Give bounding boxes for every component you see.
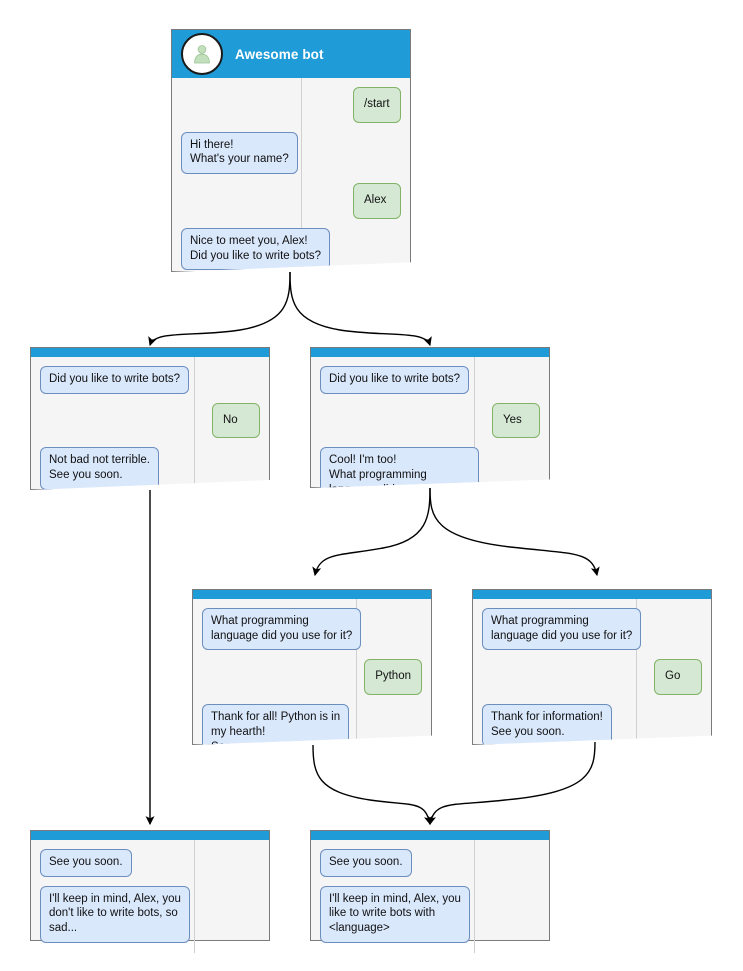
message-bubble-bot: Did you like to write bots? <box>40 366 190 394</box>
end-no-bots-node[interactable]: See you soon. I'll keep in mind, Alex, y… <box>30 830 270 953</box>
end-likes-bots-body: See you soon. I'll keep in mind, Alex, y… <box>311 840 549 953</box>
end-no-bots-header <box>31 831 269 840</box>
branch-no-node[interactable]: Did you like to write bots? No Not bad n… <box>30 347 270 490</box>
message-bubble-bot: Cool! I'm too! What programming language… <box>320 447 480 488</box>
node-column-divider <box>301 78 302 272</box>
branch-python-header <box>193 590 431 599</box>
bot-name-label: Awesome bot <box>235 46 324 62</box>
message-bubble-bot: Thank for all! Python is in my hearth! S… <box>202 704 350 745</box>
root-chat-window[interactable]: Awesome bot /start Hi there! What's your… <box>171 29 411 272</box>
message-bubble-user: Python <box>364 659 422 696</box>
message-bubble-user: Alex <box>353 183 401 219</box>
branch-python-body: What programming language did you use fo… <box>193 599 431 745</box>
branch-go-body: What programming language did you use fo… <box>473 599 711 745</box>
root-node-header: Awesome bot <box>172 30 410 78</box>
branch-python-node[interactable]: What programming language did you use fo… <box>192 589 432 745</box>
message-bubble-user: /start <box>353 87 401 123</box>
edge-python-to-end-happy <box>312 744 433 826</box>
message-bubble-bot: See you soon. <box>40 849 132 877</box>
person-avatar-icon <box>181 33 223 75</box>
edge-yes-to-python <box>312 487 431 577</box>
message-bubble-bot: I'll keep in mind, Alex, you like to wri… <box>320 885 470 943</box>
branch-no-header <box>31 348 269 357</box>
branch-yes-node[interactable]: Did you like to write bots? Yes Cool! I'… <box>310 347 550 488</box>
end-no-bots-body: See you soon. I'll keep in mind, Alex, y… <box>31 840 269 953</box>
node-column-divider <box>194 357 195 490</box>
node-column-divider <box>636 599 637 745</box>
message-bubble-bot: Did you like to write bots? <box>320 366 470 394</box>
branch-go-header <box>473 590 711 599</box>
end-likes-bots-header <box>311 831 549 840</box>
edge-root-to-yes <box>289 271 432 347</box>
branch-yes-body: Did you like to write bots? Yes Cool! I'… <box>311 357 549 488</box>
end-likes-bots-node[interactable]: See you soon. I'll keep in mind, Alex, y… <box>310 830 550 953</box>
message-bubble-bot: What programming language did you use fo… <box>202 608 362 651</box>
node-column-divider <box>474 357 475 488</box>
node-column-divider <box>356 599 357 745</box>
node-column-divider <box>474 840 475 953</box>
message-bubble-bot: Nice to meet you, Alex! Did you like to … <box>181 227 331 271</box>
message-bubble-bot: See you soon. <box>320 849 412 877</box>
edge-root-to-no <box>148 271 291 347</box>
branch-go-node[interactable]: What programming language did you use fo… <box>472 589 712 745</box>
message-bubble-user: No <box>212 402 260 439</box>
edge-go-to-end-happy <box>427 741 596 826</box>
node-column-divider <box>194 840 195 953</box>
message-bubble-bot: I'll keep in mind, Alex, you don't like … <box>40 885 190 943</box>
message-bubble-bot: Thank for information! See you soon. <box>482 704 612 745</box>
message-bubble-user: Yes <box>492 402 540 439</box>
branch-no-body: Did you like to write bots? No Not bad n… <box>31 357 269 490</box>
message-bubble-bot: What programming language did you use fo… <box>482 608 642 651</box>
message-bubble-user: Go <box>654 659 702 696</box>
message-bubble-bot: Not bad not terrible. See you soon. <box>40 447 160 490</box>
message-bubble-bot: Hi there! What's your name? <box>181 131 298 175</box>
branch-yes-header <box>311 348 549 357</box>
edge-yes-to-go <box>429 487 600 577</box>
root-node-body: /start Hi there! What's your name? Alex … <box>172 78 410 272</box>
